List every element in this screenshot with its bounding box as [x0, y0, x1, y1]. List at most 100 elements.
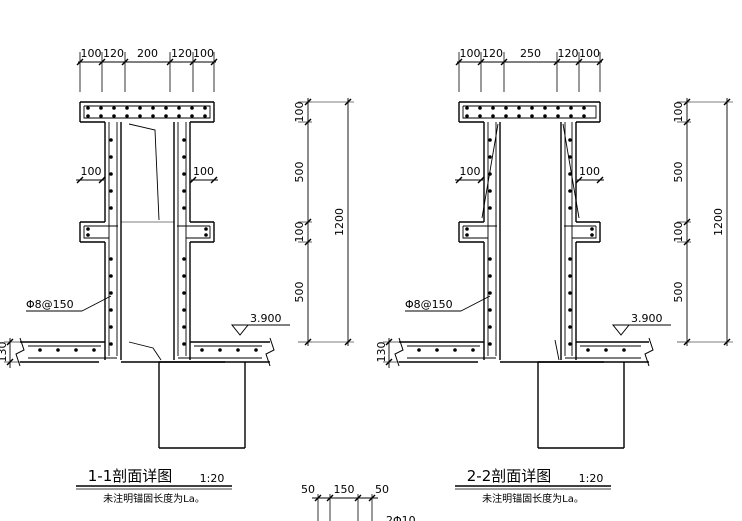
- section-title: 1-1剖面详图: [88, 467, 173, 485]
- rebar-dot: [109, 257, 113, 261]
- rebar-dot: [590, 233, 594, 237]
- rebar-dot: [109, 342, 113, 346]
- right-dim-3: 500: [293, 282, 306, 303]
- fragment-dim-1: 150: [334, 483, 355, 496]
- dim-tick: [455, 176, 463, 184]
- right-dim-0: 100: [672, 102, 685, 123]
- rebar-dot: [471, 348, 475, 352]
- top-dim-1: 120: [482, 47, 503, 60]
- rebar-dot: [254, 348, 258, 352]
- rebar-dot: [109, 155, 113, 159]
- top-dim-0: 100: [81, 47, 102, 60]
- top-dim-2: 250: [520, 47, 541, 60]
- rebar-dot: [568, 138, 572, 142]
- rebar-dot: [465, 106, 469, 110]
- rebar-dot: [517, 114, 521, 118]
- dim-tick: [455, 58, 463, 66]
- rebar-dot: [488, 291, 492, 295]
- mid-dim-left: 100: [460, 165, 481, 178]
- dim-tick: [477, 176, 485, 184]
- mid-rebar-left-hook: [462, 226, 488, 239]
- rebar-dot: [465, 114, 469, 118]
- rebar-dot: [556, 114, 560, 118]
- rebar-dot: [488, 257, 492, 261]
- rebar-leader: [81, 295, 112, 312]
- rebar-dot: [56, 348, 60, 352]
- rebar-dot: [92, 348, 96, 352]
- mid-dim-left: 100: [81, 165, 102, 178]
- top-dim-0: 100: [460, 47, 481, 60]
- rebar-dot: [435, 348, 439, 352]
- rebar-dot: [109, 274, 113, 278]
- rebar-dot: [236, 348, 240, 352]
- dim-tick: [210, 176, 218, 184]
- section-note: 未注明锚固长度为La。: [482, 492, 584, 505]
- mid-rebar-right-hook: [186, 226, 211, 239]
- rebar-dot: [182, 274, 186, 278]
- rebar-dot: [151, 106, 155, 110]
- break-symbol-right: [265, 337, 275, 367]
- dim-tick: [500, 58, 508, 66]
- dim-tick: [575, 58, 583, 66]
- rebar-dot: [465, 233, 469, 237]
- fragment-dim-0: 50: [301, 483, 315, 496]
- rebar-dot: [38, 348, 42, 352]
- top-dim-4: 100: [579, 47, 600, 60]
- rebar-dot: [182, 189, 186, 193]
- break-symbol-right: [644, 337, 654, 367]
- elevation-triangle: [230, 324, 250, 336]
- mid-dim-right: 100: [579, 165, 600, 178]
- fragment-dim-2: 50: [375, 483, 389, 496]
- rebar-dot: [109, 291, 113, 295]
- rebar-dot: [109, 138, 113, 142]
- dim-tick: [166, 58, 174, 66]
- right-total-1200: 1200: [333, 208, 346, 236]
- top-dim-2: 200: [137, 47, 158, 60]
- section-note: 未注明锚固长度为La。: [103, 492, 205, 505]
- dim-tick: [189, 176, 197, 184]
- dim-tick: [189, 58, 197, 66]
- rebar-dot: [182, 138, 186, 142]
- break-symbol-left: [394, 337, 404, 367]
- rebar-dot: [99, 106, 103, 110]
- rebar-dot: [190, 106, 194, 110]
- rebar-dot: [604, 348, 608, 352]
- right-dim-1: 500: [293, 162, 306, 183]
- rebar-dot: [204, 233, 208, 237]
- rebar-callout: Φ8@150: [26, 298, 74, 311]
- rebar-dot: [491, 114, 495, 118]
- section-scale: 1:20: [200, 472, 225, 485]
- dim-tick: [596, 58, 604, 66]
- rebar-dot: [164, 114, 168, 118]
- dim-tick: [98, 58, 106, 66]
- right-dim-2: 100: [672, 222, 685, 243]
- rebar-dot: [568, 172, 572, 176]
- rebar-dot: [203, 106, 207, 110]
- rebar-dot: [488, 274, 492, 278]
- rebar-dot: [488, 138, 492, 142]
- section-title: 2-2剖面详图: [467, 467, 552, 485]
- rebar-dot: [504, 114, 508, 118]
- rebar-dot: [488, 155, 492, 159]
- rebar-dot: [488, 325, 492, 329]
- break-symbol-left: [15, 337, 25, 367]
- rebar-dot: [182, 257, 186, 261]
- rebar-dot: [182, 308, 186, 312]
- top-dim-3: 120: [171, 47, 192, 60]
- dim-tick: [553, 58, 561, 66]
- rebar-dot: [204, 227, 208, 231]
- rebar-dot: [568, 291, 572, 295]
- rebar-dot: [491, 106, 495, 110]
- dim-tick: [210, 58, 218, 66]
- left-dim-130: 130: [375, 342, 388, 363]
- elevation-triangle: [611, 324, 631, 336]
- rebar-dot: [112, 106, 116, 110]
- haunch-line-lower: [128, 341, 162, 361]
- dim-tick: [477, 58, 485, 66]
- rebar-dot: [86, 233, 90, 237]
- rebar-dot: [582, 106, 586, 110]
- elevation-label: 3.900: [250, 312, 282, 325]
- haunch-line-upper: [128, 123, 160, 221]
- left-dim-130: 130: [0, 342, 9, 363]
